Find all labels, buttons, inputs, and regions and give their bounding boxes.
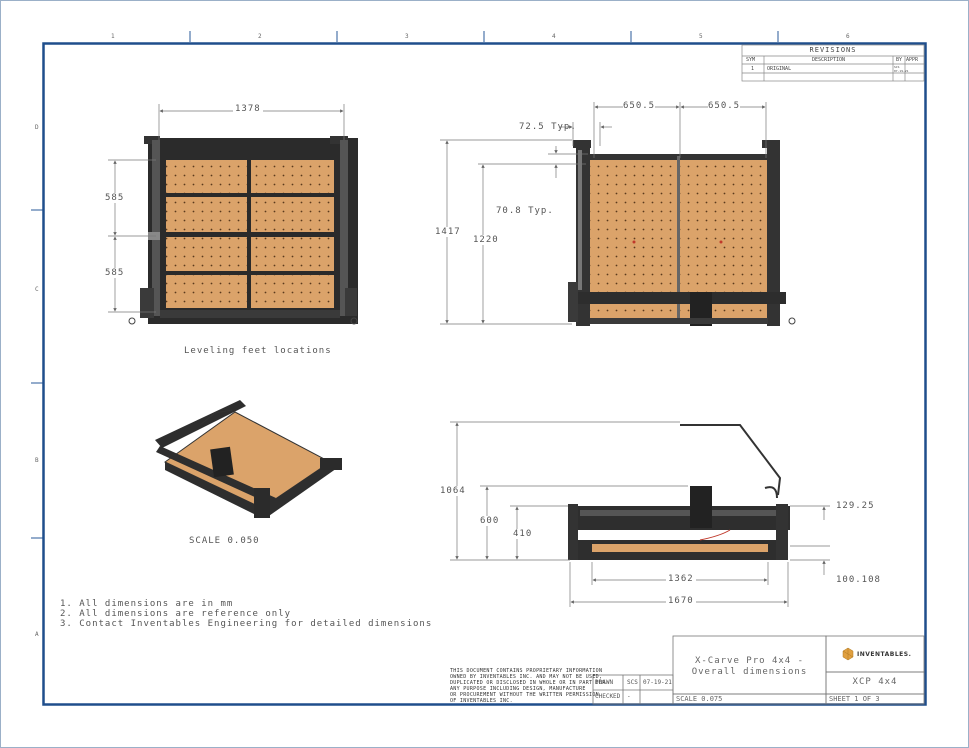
dim-leveling-pitch-2: 585 <box>105 268 125 278</box>
dim-front-overall-height: 1417 <box>435 227 461 237</box>
revisions-header: REVISIONS <box>809 46 857 54</box>
note-2: 2. All dimensions are reference only <box>60 609 292 619</box>
title-block-grid <box>592 635 925 705</box>
dim-top-width: 1378 <box>233 104 263 114</box>
revisions-col-sym: SYM <box>746 57 756 63</box>
revision-row-sym: 1 <box>751 66 755 72</box>
dim-front-typ-1: 72.5 Typ. <box>519 122 577 132</box>
note-1: 1. All dimensions are in mm <box>60 599 234 609</box>
zone-label-left: C <box>35 286 39 293</box>
inventables-logo-icon <box>842 647 854 661</box>
zone-label-left: D <box>35 124 39 131</box>
drawing-scale: SCALE 0.075 <box>676 695 723 703</box>
zone-label-top: 4 <box>552 33 556 40</box>
zone-ticks <box>31 31 779 539</box>
drawn-label: DRAWN <box>595 679 614 686</box>
dim-front-typ-2: 70.8 Typ. <box>496 206 554 216</box>
zone-label-top: 6 <box>846 33 850 40</box>
sheet-number: SHEET 1 OF 3 <box>829 695 880 703</box>
dim-leveling-pitch-1: 585 <box>105 193 125 203</box>
top-view-caption: Leveling feet locations <box>184 346 332 356</box>
revisions-col-appr: APPR <box>906 57 919 63</box>
zone-label-top: 1 <box>111 33 115 40</box>
dim-front-inner-height: 1220 <box>473 235 499 245</box>
zone-label-left: A <box>35 631 39 638</box>
dim-side-bottom-offset: 100.108 <box>836 575 881 585</box>
zone-label-top: 2 <box>258 33 262 40</box>
side-view-drawing <box>568 424 790 560</box>
dim-side-inner-width: 1362 <box>666 574 696 584</box>
dim-side-overall-width: 1670 <box>666 596 696 606</box>
drawn-by: SCS <box>627 679 638 686</box>
zone-label-top: 5 <box>699 33 703 40</box>
drawn-date: 07-19-21 <box>643 679 672 686</box>
zone-label-top: 3 <box>405 33 409 40</box>
company-name: INVENTABLES. <box>857 651 912 658</box>
drawing-title: X-Carve Pro 4x4 - Overall dimensions <box>691 656 808 677</box>
revisions-table <box>741 44 925 82</box>
iso-view-caption: SCALE 0.050 <box>189 536 260 546</box>
dim-front-half-left: 650.5 <box>623 101 656 111</box>
dim-side-gantry-height: 600 <box>480 516 500 526</box>
isometric-view-drawing <box>155 400 342 518</box>
checked-by: - <box>627 693 631 700</box>
dim-front-half-right: 650.5 <box>708 101 741 111</box>
zone-label-left: B <box>35 457 39 464</box>
checked-label: CHECKED <box>595 693 621 700</box>
revision-row-by: SCS 07-19-21 <box>894 65 909 73</box>
dim-side-top-offset: 129.25 <box>836 501 875 511</box>
dim-side-overall-height: 1064 <box>440 486 466 496</box>
drawing-frame <box>42 42 927 706</box>
revisions-col-by: BY <box>896 57 903 63</box>
top-view-drawing <box>128 136 358 325</box>
revision-row-description: ORIGINAL <box>767 66 792 72</box>
part-number: XCP 4x4 <box>852 677 898 687</box>
proprietary-notice: THIS DOCUMENT CONTAINS PROPRIETARY INFOR… <box>450 668 606 704</box>
dim-side-rail-height: 410 <box>513 529 533 539</box>
note-3: 3. Contact Inventables Engineering for d… <box>60 619 433 629</box>
revisions-col-description: DESCRIPTION <box>811 57 846 63</box>
front-view-drawing <box>568 140 796 326</box>
